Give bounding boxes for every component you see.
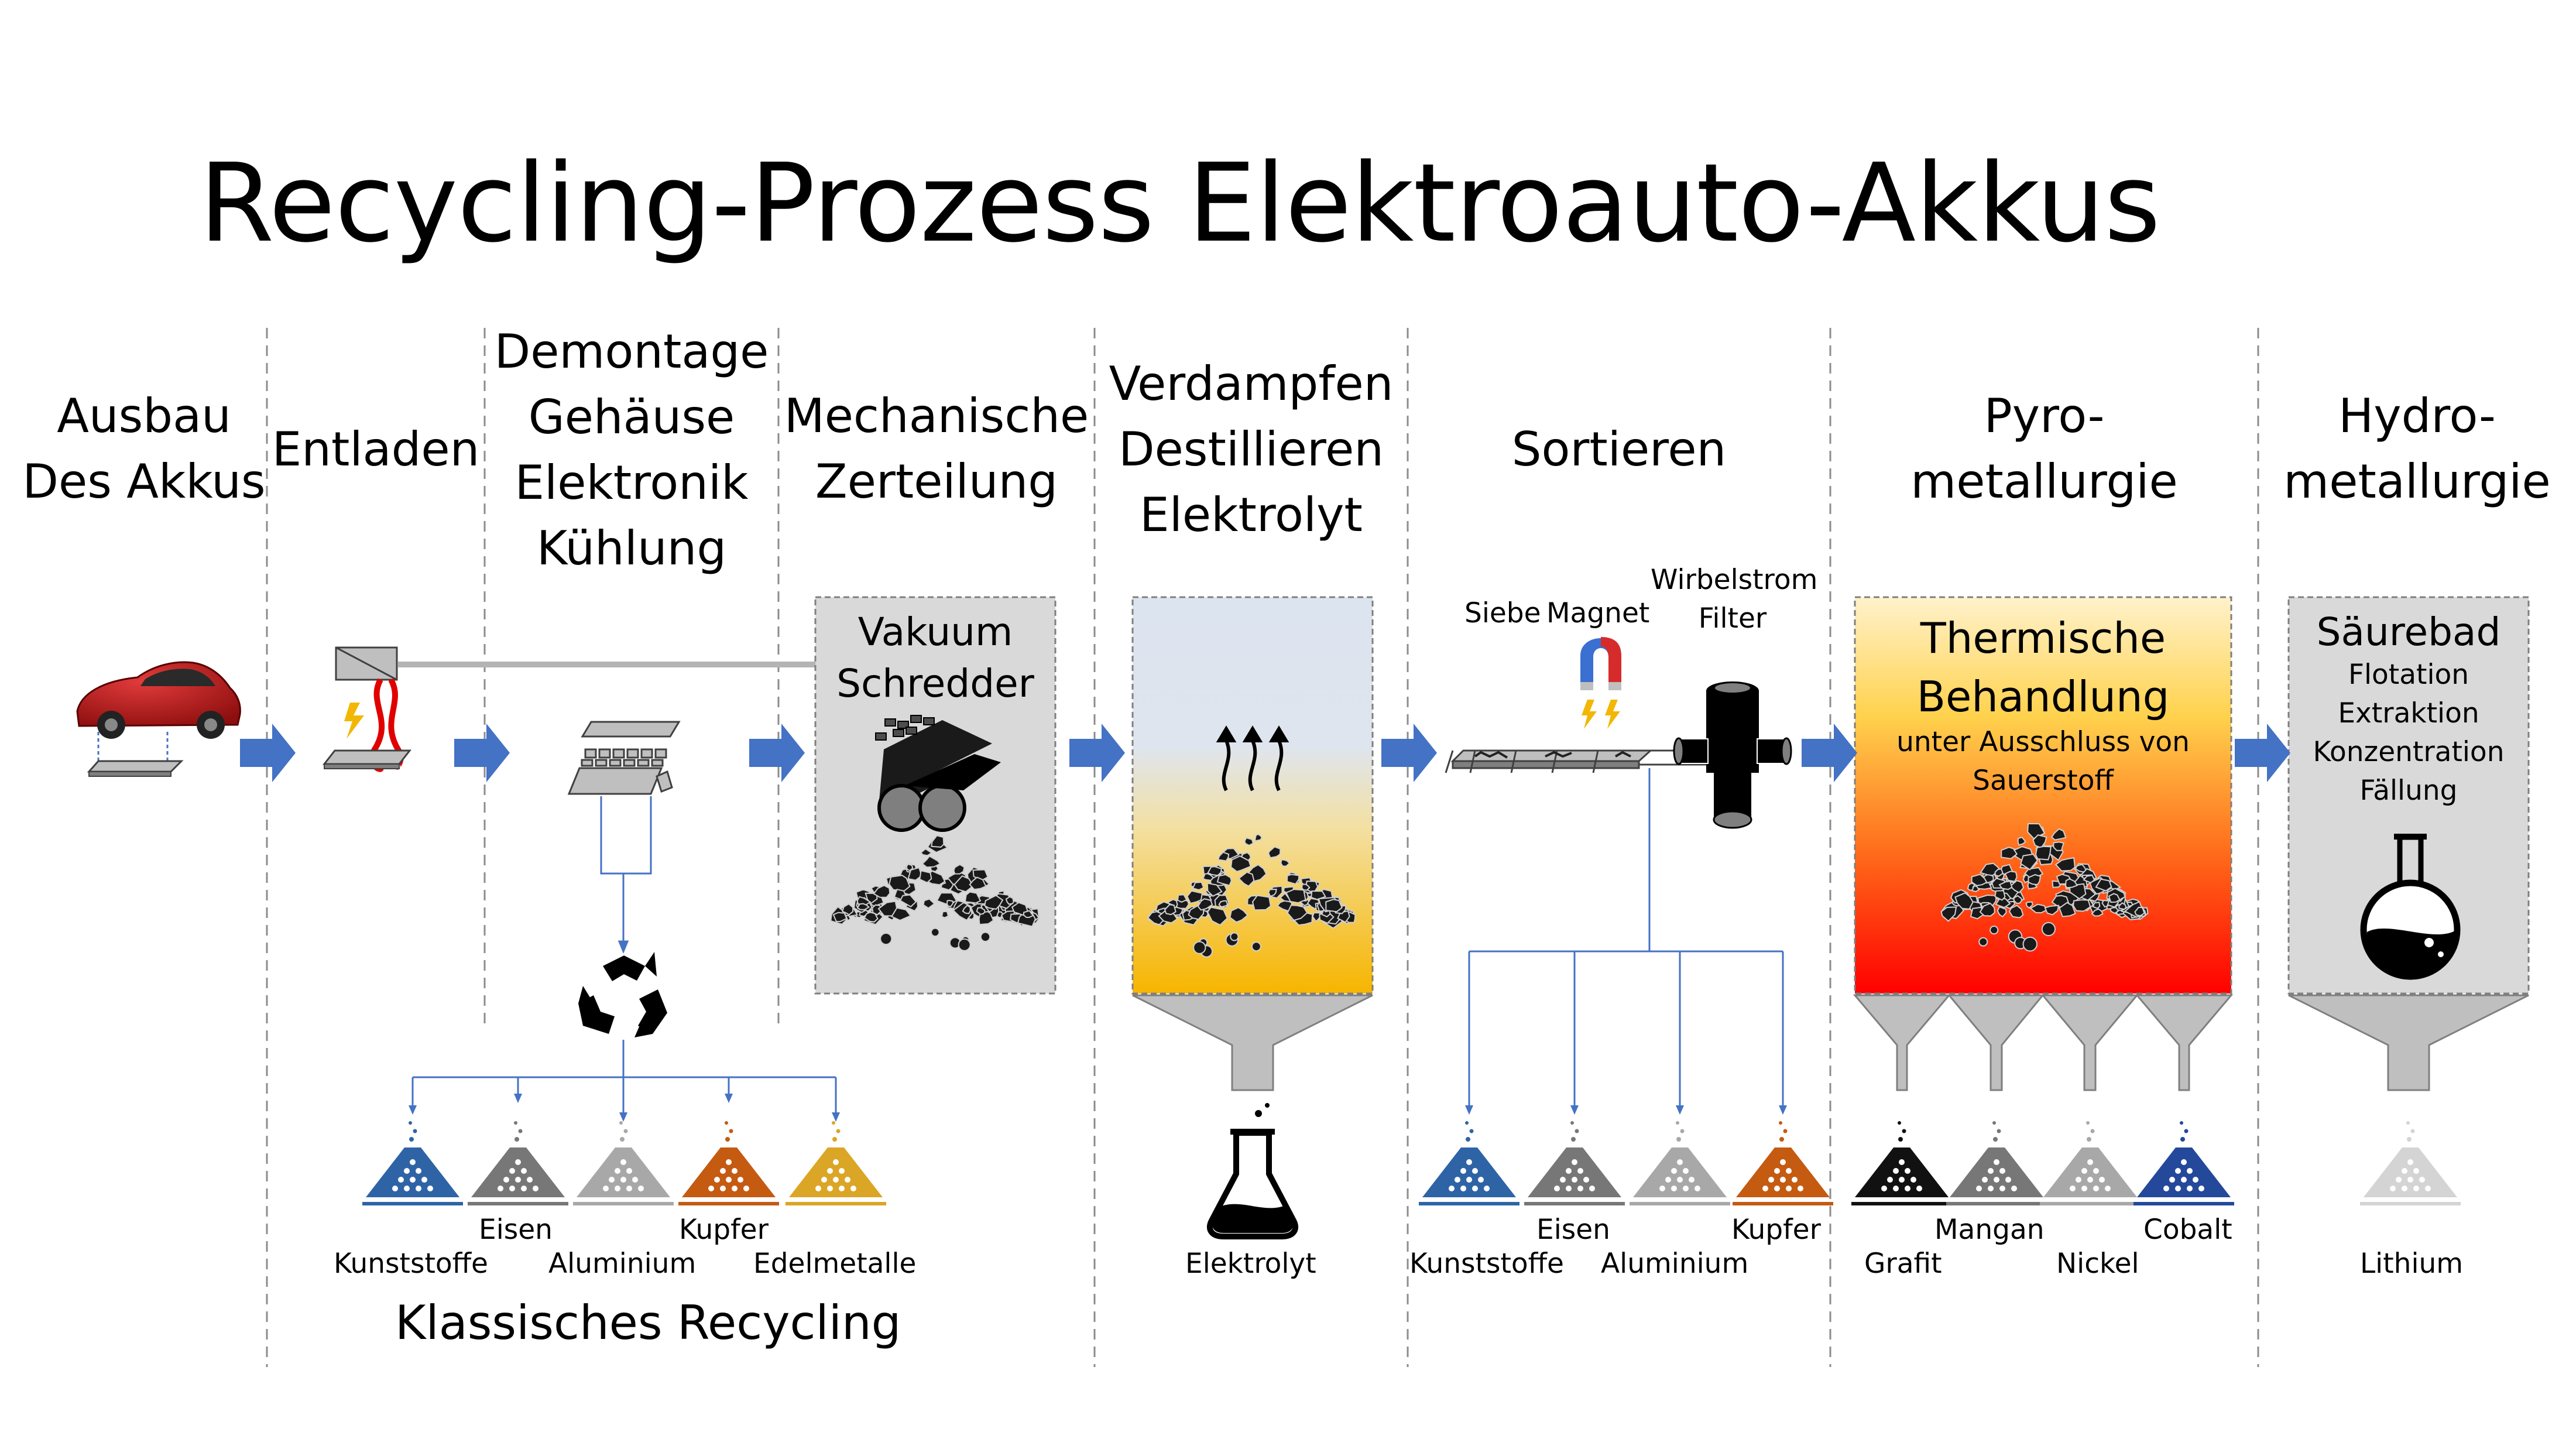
rubble-heaps: [830, 823, 2149, 958]
conveyor-sieve-icon: [1445, 749, 1709, 773]
sorted-label-eisen: Eisen: [1536, 1214, 1610, 1246]
thermische-behandlung-sub: unter Ausschluss von Sauerstoff: [1896, 726, 2190, 797]
pile-edelmetalle: [786, 1121, 886, 1205]
classical-arrowheads: [409, 1094, 840, 1122]
material-piles: [362, 1121, 2461, 1205]
vapor-arrows-icon: [1216, 725, 1289, 792]
stage-header-demontage: Demontage Gehäuse Elektronik Kühlung: [494, 324, 769, 576]
stage-header-verdampfen: Verdampfen Destillieren Elektrolyt: [1109, 357, 1394, 542]
verdampfen-rubble-heap: [1147, 833, 1356, 958]
pyro-label-nickel: Nickel: [2056, 1248, 2139, 1280]
pyro-pile-cobalt: [2133, 1121, 2234, 1205]
sorted-label-kupfer: Kupfer: [1731, 1214, 1821, 1246]
stage-separators: [266, 328, 2259, 1367]
output-label-elektrolyt: Elektrolyt: [1185, 1248, 1316, 1280]
pile-kunststoffe: [362, 1121, 463, 1205]
stage-header-entladen: Entladen: [272, 422, 480, 477]
pyro-rubble-heap: [1940, 823, 2149, 952]
page-title: Recycling-Prozess Elektroauto-Akkus: [199, 140, 2160, 266]
sorting-arrowheads: [1465, 1105, 1787, 1115]
verdampfen-box: [1131, 596, 1374, 995]
pyro-label-mangan: Mangan: [1934, 1214, 2045, 1246]
classical-distribution-lines: [411, 1076, 837, 1112]
shredder-rubble-heap: [830, 835, 1041, 951]
klassisches-recycling-label: Klassisches Recycling: [395, 1296, 901, 1350]
stage-header-ausbau: Ausbau Des Akkus: [22, 389, 266, 509]
car-icon: [76, 661, 241, 777]
siebe-label: Siebe: [1464, 597, 1541, 629]
recycling-symbol-icon: [578, 952, 667, 1037]
sorted-label-aluminium: Aluminium: [1601, 1248, 1749, 1280]
sorting-distribution-lines: [1468, 768, 1784, 1107]
vakuum-schredder-label: Vakuum Schredder: [836, 609, 1034, 706]
process-arrows: [240, 724, 2290, 782]
output-label-eisen: Eisen: [479, 1214, 553, 1246]
stage-header-mechanisch: Mechanische Zerteilung: [784, 389, 1089, 509]
sorted-pile-eisen: [1524, 1121, 1625, 1205]
output-label-kupfer: Kupfer: [679, 1214, 769, 1246]
saeurebad-label: Säurebad: [2316, 609, 2501, 655]
shredder-icon: [875, 715, 1001, 832]
thermische-behandlung-label: Thermische Behandlung: [1916, 614, 2170, 721]
hopper-verdampfen: [1132, 994, 1373, 1091]
arrow-3: [749, 724, 805, 782]
disassembly-connectors: [600, 796, 652, 954]
electrolyte-flask-icon: [1206, 1103, 1299, 1239]
arrow-1: [240, 724, 296, 782]
disassembly-icon: [567, 721, 681, 795]
stage-header-sortieren: Sortieren: [1511, 422, 1727, 477]
magnet-icon: [1580, 637, 1621, 729]
stage-header-hydro: Hydro- metallurgie: [2283, 389, 2551, 509]
arrow-6: [1802, 724, 1857, 782]
pile-eisen: [468, 1121, 568, 1205]
arrow-7: [2235, 724, 2290, 782]
sorted-pile-kunststoffe: [1419, 1121, 1519, 1205]
pyro-pile-nickel: [2040, 1121, 2141, 1205]
output-label-aluminium: Aluminium: [548, 1248, 697, 1280]
hydro-pile-lithium: [2360, 1121, 2461, 1205]
hopper-hydro: [2288, 994, 2529, 1091]
pile-aluminium: [573, 1121, 674, 1205]
pyro-pile-grafit: [1851, 1121, 1952, 1205]
stage-header-pyro: Pyro- metallurgie: [1910, 389, 2178, 509]
magnet-label: Magnet: [1546, 597, 1650, 629]
hydro-label-lithium: Lithium: [2360, 1248, 2464, 1280]
wirbelstrom-filter-label: Wirbelstrom Filter: [1651, 564, 1818, 635]
hopper-pyro: [1853, 994, 2234, 1091]
pyro-label-grafit: Grafit: [1864, 1248, 1942, 1280]
pile-kupfer: [678, 1121, 779, 1205]
arrow-2: [454, 724, 510, 782]
eddy-current-filter-icon: [1673, 681, 1792, 829]
pyro-label-cobalt: Cobalt: [2143, 1214, 2232, 1246]
pyro-pile-mangan: [1946, 1121, 2047, 1205]
arrow-4: [1069, 724, 1125, 782]
saeurebad-steps: Flotation Extraktion Konzentration Fällu…: [2313, 659, 2505, 807]
output-label-edelmetalle: Edelmetalle: [753, 1248, 917, 1280]
sorted-pile-kupfer: [1733, 1121, 1833, 1205]
sorted-label-kunststoffe: Kunststoffe: [1409, 1248, 1564, 1280]
discharge-icon: [322, 646, 412, 772]
output-label-kunststoffe: Kunststoffe: [334, 1248, 488, 1280]
hydro-round-flask-icon: [2360, 834, 2461, 980]
arrow-5: [1381, 724, 1437, 782]
sorted-pile-aluminium: [1630, 1121, 1730, 1205]
